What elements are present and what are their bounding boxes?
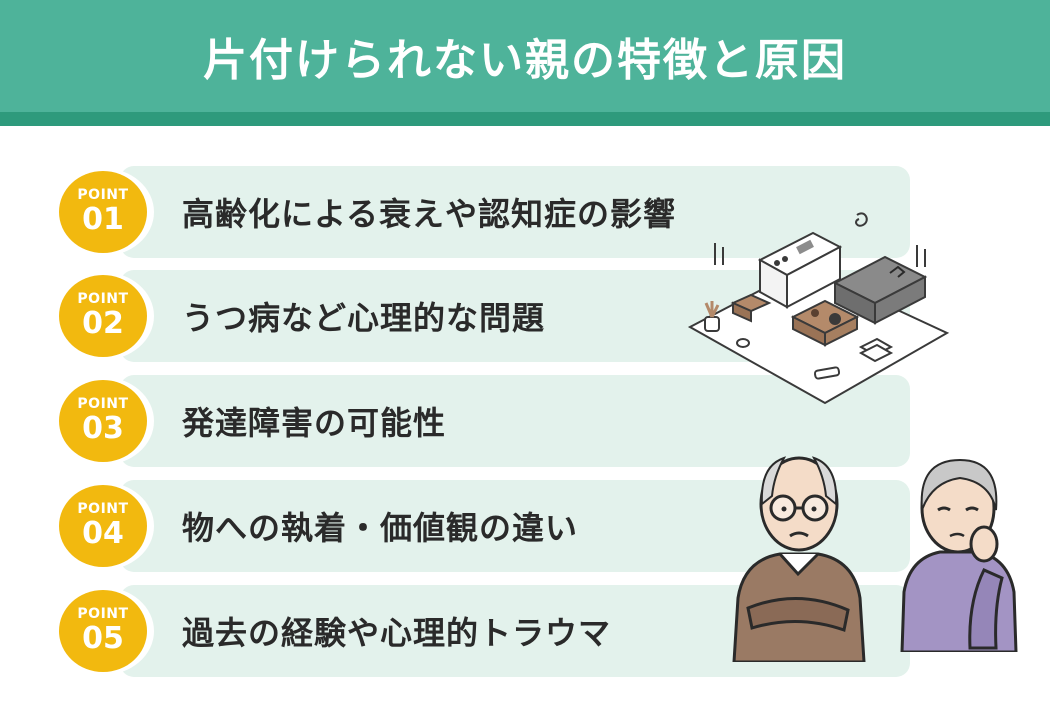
point-badge: POINT 01 (59, 171, 147, 253)
header-accent-band (0, 112, 1050, 126)
point-badge-number: 04 (82, 516, 124, 551)
point-badge: POINT 03 (59, 380, 147, 462)
page-title: 片付けられない親の特徴と原因 (203, 35, 847, 86)
point-row-background (120, 375, 910, 467)
point-badge-number: 03 (82, 411, 124, 446)
point-badge: POINT 04 (59, 485, 147, 567)
point-text: 発達障害の可能性 (182, 404, 447, 442)
point-row-1: POINT 01 高齢化による衰えや認知症の影響 (0, 166, 1050, 258)
point-badge-label: POINT (77, 291, 129, 307)
point-badge: POINT 05 (59, 590, 147, 672)
point-badge-number: 02 (82, 306, 124, 341)
header-bar (0, 0, 1050, 112)
point-badge-label: POINT (77, 396, 129, 412)
point-text: 高齢化による衰えや認知症の影響 (182, 195, 677, 233)
point-text: 物への執着・価値観の違い (182, 509, 579, 547)
point-badge: POINT 02 (59, 275, 147, 357)
point-badge-number: 01 (82, 202, 124, 237)
point-row-5: POINT 05 過去の経験や心理的トラウマ (0, 585, 1050, 677)
point-row-3: POINT 03 発達障害の可能性 (0, 375, 1050, 467)
elderly-woman-illustration (900, 458, 1018, 652)
point-badge-label: POINT (77, 501, 129, 517)
point-text: うつ病など心理的な問題 (182, 299, 546, 337)
point-row-4: POINT 04 物への執着・価値観の違い (0, 480, 1050, 572)
messy-room-illustration (687, 212, 950, 405)
point-row-background (120, 166, 910, 258)
point-text: 過去の経験や心理的トラウマ (182, 614, 612, 652)
point-badge-label: POINT (77, 187, 129, 203)
elderly-man-illustration (732, 456, 866, 662)
point-badge-number: 05 (82, 621, 124, 656)
point-badge-label: POINT (77, 606, 129, 622)
